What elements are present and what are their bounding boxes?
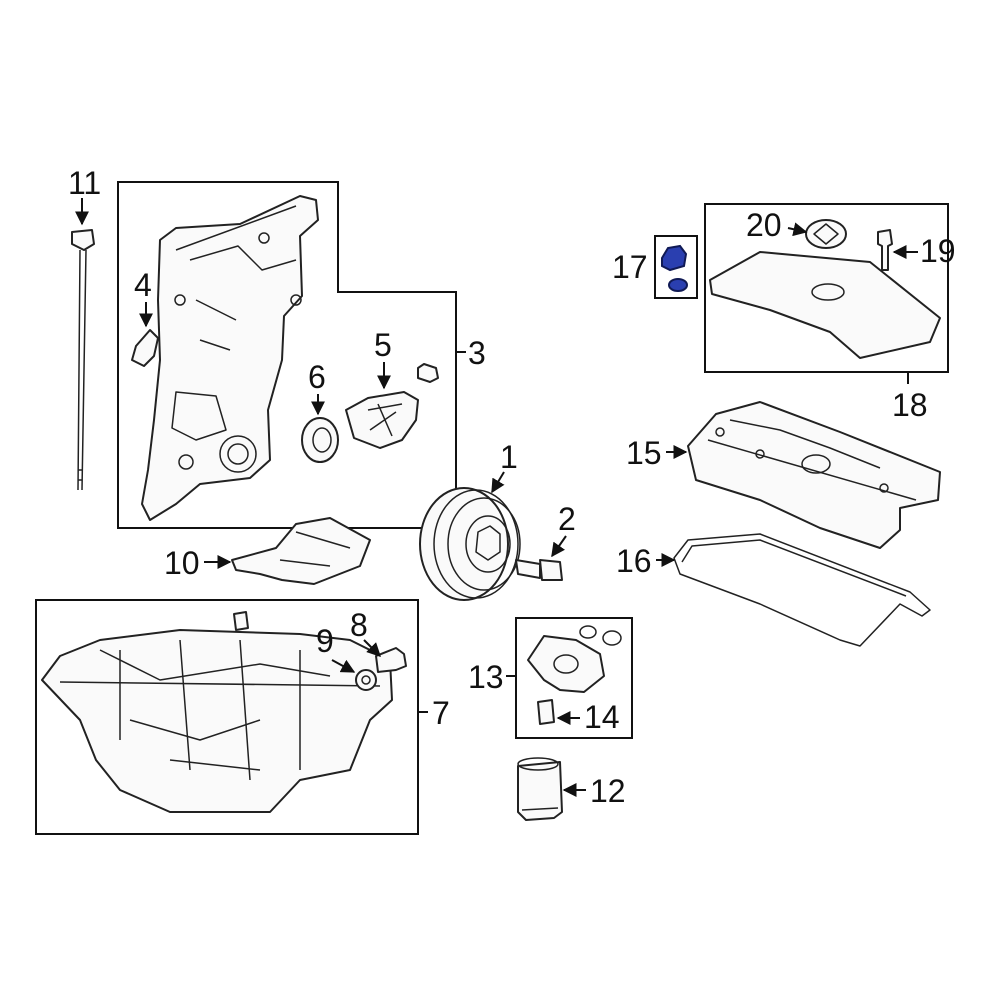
valve-cover-gasket[interactable] xyxy=(673,533,931,647)
bracket-10[interactable] xyxy=(231,517,371,585)
oil-pan-box xyxy=(35,599,419,835)
leader-9 xyxy=(331,659,356,673)
label-2: 2 xyxy=(558,501,576,537)
cover-bolt[interactable] xyxy=(877,229,893,271)
gasket-4[interactable] xyxy=(131,329,159,367)
filter-housing[interactable] xyxy=(527,625,622,693)
engine-cover[interactable] xyxy=(709,251,941,359)
leader-20 xyxy=(787,222,808,237)
housing-bolt[interactable] xyxy=(537,699,555,725)
oil-cap-box xyxy=(654,235,698,299)
label-5: 5 xyxy=(374,327,392,363)
label-13: 13 xyxy=(468,659,504,695)
label-12: 12 xyxy=(590,773,626,809)
engine-cover-emblem[interactable] xyxy=(805,219,847,249)
leader-2 xyxy=(551,535,567,558)
label-14: 14 xyxy=(584,699,620,735)
bolt-timing[interactable] xyxy=(417,363,439,383)
drain-bolt[interactable] xyxy=(375,647,407,673)
crank-pulley[interactable] xyxy=(419,487,521,601)
label-7: 7 xyxy=(432,695,450,731)
timing-cover[interactable] xyxy=(141,195,319,521)
label-6: 6 xyxy=(308,359,326,395)
engine-cover-box xyxy=(704,203,949,373)
label-3: 3 xyxy=(468,335,486,371)
dipstick[interactable] xyxy=(71,229,95,491)
label-1: 1 xyxy=(500,439,518,475)
label-19: 19 xyxy=(920,233,956,269)
valve-cover[interactable] xyxy=(687,401,941,549)
pulley-bolt[interactable] xyxy=(515,559,563,581)
oil-pan[interactable] xyxy=(41,629,393,813)
label-20: 20 xyxy=(746,207,782,243)
filter-housing-box xyxy=(515,617,633,739)
label-18: 18 xyxy=(892,387,928,423)
label-11: 11 xyxy=(68,165,101,201)
leader-8 xyxy=(363,639,381,657)
label-15: 15 xyxy=(626,435,662,471)
leader-1 xyxy=(491,471,505,494)
oil-filter[interactable] xyxy=(517,757,563,821)
crank-seal[interactable] xyxy=(301,417,339,463)
drain-plug-cap[interactable] xyxy=(233,611,249,631)
label-4: 4 xyxy=(134,267,152,303)
label-16: 16 xyxy=(616,543,652,579)
drain-washer[interactable] xyxy=(355,669,377,691)
timing-cover-box xyxy=(117,181,457,529)
cover-plate-5[interactable] xyxy=(345,391,419,449)
label-9: 9 xyxy=(316,623,334,659)
label-17: 17 xyxy=(612,249,648,285)
oil-filler-cap[interactable] xyxy=(661,244,688,292)
label-8: 8 xyxy=(350,607,368,643)
label-10: 10 xyxy=(164,545,200,581)
